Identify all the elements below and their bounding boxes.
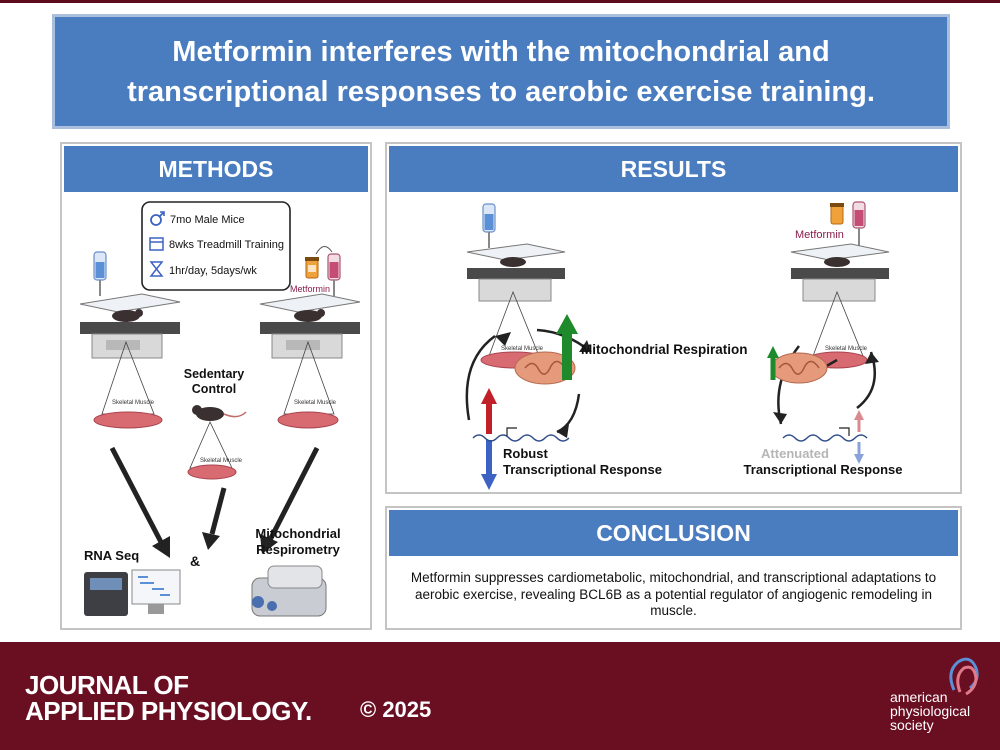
transcriptional-response-left: Transcriptional Response [503, 462, 662, 477]
male-symbol-icon [150, 211, 165, 226]
metformin-bottle-results-icon [852, 201, 866, 248]
ampersand: & [190, 553, 200, 569]
title-banner: Metformin interferes with the mitochondr… [52, 14, 950, 129]
rna-seq-label: RNA Seq [84, 548, 139, 563]
muscle-right-icon [277, 411, 339, 429]
pill-bottle-results-icon [830, 203, 844, 225]
info-schedule: 1hr/day, 5days/wk [169, 265, 257, 277]
arrow-right [267, 446, 320, 542]
sequencer-icon [84, 569, 181, 616]
control-label: Control [192, 382, 236, 396]
info-training: 8wks Treadmill Training [169, 239, 284, 251]
results-muscle-label-left: Skeletal Muscle [501, 346, 544, 352]
treadmill-results-right-icon [790, 243, 890, 302]
hourglass-icon [149, 261, 164, 277]
muscle-label-center: Skeletal Muscle [200, 458, 243, 464]
mitochondria-right-icon [770, 352, 828, 384]
study-info-box [141, 201, 291, 291]
methods-heading: METHODS [64, 146, 368, 192]
footer-bar [0, 642, 1000, 750]
journal-line-2: APPLIED PHYSIOLOGY. [25, 696, 312, 726]
aps-logo-icon [949, 657, 979, 696]
calendar-icon [149, 237, 164, 251]
treadmill-right-icon [259, 293, 361, 359]
transcriptional-response-right: Transcriptional Response [744, 462, 903, 477]
conclusion-text: Metformin suppresses cardiometabolic, mi… [410, 570, 937, 618]
attenuated-label: Attenuated [761, 446, 829, 461]
dna-right-icon [782, 427, 868, 442]
pill-bottle-icon [305, 257, 319, 279]
society-line-3: society [890, 717, 934, 733]
results-diagram: Skeletal Muscle Mitochondrial Respiratio… [465, 201, 903, 490]
metformin-label-methods: Metformin [290, 284, 330, 294]
arrow-center [209, 487, 227, 535]
muscle-center-icon [187, 464, 237, 480]
conclusion-panel: CONCLUSION Metformin suppresses cardiome… [385, 506, 962, 630]
results-muscle-label-right: Skeletal Muscle [825, 346, 868, 352]
respirometry-label-1: Mitochondrial [255, 526, 340, 541]
dna-left-icon [472, 427, 570, 442]
results-heading: RESULTS [389, 146, 958, 192]
cycle-arrow-left-up [465, 334, 496, 421]
respirometry-label-2: Respirometry [256, 542, 341, 557]
metformin-bottle-icon [327, 253, 341, 296]
mouse-icon [192, 405, 247, 421]
arrow-pill-to-bottle [315, 246, 333, 255]
muscle-label-right: Skeletal Muscle [294, 400, 337, 406]
muscle-left-icon [93, 411, 163, 429]
society-name: american physiological society [890, 690, 970, 732]
robust-label: Robust [503, 446, 548, 461]
arrow-left [109, 446, 165, 546]
conclusion-heading: CONCLUSION [389, 510, 958, 556]
copyright: © 2025 [360, 697, 432, 722]
society-line-1: american [890, 689, 948, 705]
methods-diagram: 7mo Male Mice 8wks Treadmill Training 1h… [79, 201, 361, 617]
page-title: Metformin interferes with the mitochondr… [127, 35, 875, 108]
mitochondria-left-icon [514, 351, 576, 385]
water-bottle-results-icon [482, 203, 496, 248]
treadmill-left-icon [79, 293, 181, 359]
society-line-2: physiological [890, 703, 971, 719]
water-bottle-icon [93, 251, 107, 296]
treadmill-results-left-icon [466, 243, 566, 302]
mito-respiration-label: Mitochondrial Respiration [581, 342, 748, 357]
respirometer-icon [251, 565, 327, 617]
metformin-label-results: Metformin [795, 229, 844, 241]
info-mice: 7mo Male Mice [170, 214, 245, 226]
methods-panel: METHODS 7mo Male Mice 8wks Treadmill Tra… [60, 142, 372, 630]
journal-name: JOURNAL OF APPLIED PHYSIOLOGY. [25, 672, 312, 724]
journal-line-1: JOURNAL OF [25, 670, 189, 700]
muscle-label-left: Skeletal Muscle [112, 400, 155, 406]
sedentary-label: Sedentary [184, 367, 244, 381]
top-accent-bar [0, 0, 1000, 3]
results-panel: RESULTS Skeletal Muscle Mitochondri [385, 142, 962, 494]
